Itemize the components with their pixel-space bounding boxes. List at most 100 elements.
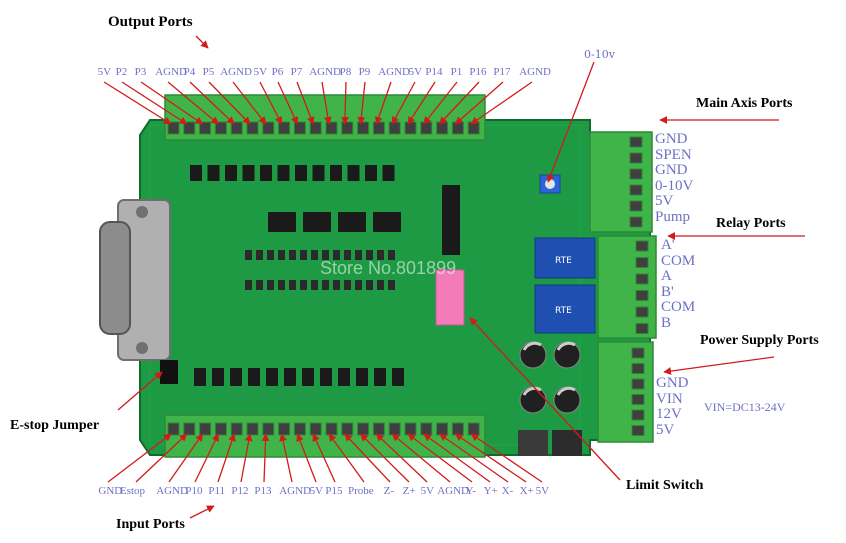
optocoupler <box>190 165 202 181</box>
annotation-arrow <box>357 81 366 125</box>
smd-component <box>344 250 351 260</box>
input-pin-label: Y- <box>465 485 476 497</box>
terminal-screw <box>183 121 196 135</box>
terminal-screw <box>357 422 370 436</box>
input-pin-label: AGND <box>156 485 188 497</box>
terminal-screw <box>467 121 480 135</box>
terminal-screw <box>635 273 649 285</box>
smd-component <box>344 280 351 290</box>
optocoupler <box>266 368 278 386</box>
optocoupler <box>330 165 342 181</box>
annotation-arrow <box>341 81 349 125</box>
annotation-arrow <box>391 81 416 125</box>
output-pin-label: AGND <box>155 66 187 78</box>
smd-component <box>377 280 384 290</box>
annotation-arrow <box>454 433 527 483</box>
annotation-arrow <box>168 433 204 483</box>
smd-component <box>388 280 395 290</box>
smd-component <box>289 280 296 290</box>
output-pin-label: P1 <box>450 66 463 78</box>
terminal-screw <box>631 425 645 436</box>
output-pin-label: AGND <box>519 66 551 78</box>
output-pin-label: P3 <box>134 66 147 78</box>
zero-ten-v-label: 0-10v <box>584 48 615 61</box>
terminal-screw <box>631 409 645 421</box>
power-pins-label: 5V <box>656 421 675 438</box>
terminal-screw <box>262 121 275 135</box>
annotation-arrow <box>279 433 293 483</box>
input-pin-label: 5V <box>420 485 435 497</box>
terminal-screw <box>341 422 354 436</box>
output-pin-label: P17 <box>493 66 511 78</box>
terminal-screw <box>436 422 449 436</box>
relays: RTE RTE <box>534 237 596 334</box>
annotation-arrow <box>407 433 473 483</box>
input-pin-label: P12 <box>231 485 249 497</box>
annotation-arrow <box>167 81 219 125</box>
annotation-arrow <box>296 81 315 125</box>
main-axis_pins-label: 5V <box>655 193 674 209</box>
smd-component <box>377 250 384 260</box>
terminal-screw <box>372 422 385 436</box>
output-pin-label: AGND <box>220 66 252 78</box>
terminal-screw <box>404 121 417 135</box>
smd-component <box>366 280 373 290</box>
smd-component <box>355 280 362 290</box>
input-pin-label: X+ <box>519 485 534 497</box>
optocoupler <box>295 165 307 181</box>
input-pin-label: Probe <box>348 485 374 497</box>
dip-switch <box>435 269 465 326</box>
watermark-text: Store No.801899 <box>320 258 457 278</box>
annotation-arrow <box>375 433 428 483</box>
smd-component <box>355 250 362 260</box>
vin-note: VIN=DC13-24V <box>704 400 786 414</box>
output-pin-label: AGND <box>309 66 341 78</box>
optocoupler <box>212 368 224 386</box>
smd-component <box>278 280 285 290</box>
terminal-screw <box>357 121 370 135</box>
optocoupler <box>277 165 290 181</box>
smd-component <box>256 250 263 260</box>
input-pin-label: Y+ <box>483 485 498 497</box>
smd-component <box>322 280 329 290</box>
smd-component <box>245 280 252 290</box>
annotation-arrow <box>438 433 509 483</box>
smd-component <box>245 250 252 260</box>
estop-jumper-label: E-stop Jumper <box>10 418 100 433</box>
annotation-arrow <box>328 433 365 483</box>
annotation-arrow <box>375 81 392 125</box>
terminal-screw <box>388 422 401 436</box>
annotation-arrow <box>546 61 595 183</box>
smd-component <box>267 280 274 290</box>
output-ports-label: Output Ports <box>108 14 193 30</box>
optocoupler <box>392 368 404 386</box>
terminal-screw <box>404 422 417 436</box>
terminal-screw <box>325 422 338 436</box>
power-pins-label: GND <box>656 375 689 391</box>
annotation-arrow <box>321 81 332 125</box>
terminal-screw <box>631 378 645 390</box>
smd-component <box>267 250 274 260</box>
annotation-arrow <box>423 81 458 125</box>
terminal-screw <box>451 422 464 436</box>
optocoupler <box>194 368 206 386</box>
input-ports-label: Input Ports <box>116 517 185 532</box>
terminal-screw <box>167 121 180 135</box>
terminal-screw <box>246 121 259 135</box>
power-pins-label: 12V <box>656 406 682 422</box>
terminal-screw <box>635 306 649 318</box>
annotation-arrow <box>391 433 451 483</box>
optocoupler <box>347 165 360 181</box>
input-pin-label: GND <box>98 485 123 497</box>
smd-component <box>278 250 285 260</box>
terminal-screw <box>183 422 196 436</box>
input-pin-label: X- <box>501 485 514 497</box>
output-pin-label: P7 <box>290 66 303 78</box>
power-supply-ports-label: Power Supply Ports <box>700 333 819 348</box>
terminal-screw <box>278 121 291 135</box>
input-pin-label: Z+ <box>402 485 416 497</box>
output-pin-label: P4 <box>183 66 196 78</box>
